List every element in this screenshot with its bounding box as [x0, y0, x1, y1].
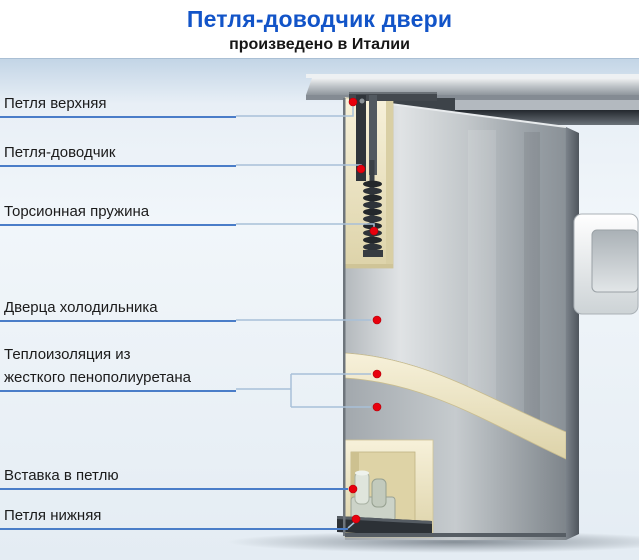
- callout-underline: [0, 116, 236, 118]
- callout-insulation: Теплоизоляция из жесткого пенополиуретан…: [0, 344, 236, 392]
- door-handle: [573, 213, 639, 315]
- callout-torsion-spring: Торсионная пружина: [0, 201, 236, 226]
- door-handle-recess: [591, 229, 639, 293]
- callout-hinge-insert: Вставка в петлю: [0, 465, 348, 490]
- callout-label: Торсионная пружина: [4, 203, 150, 220]
- header: Петля-доводчик двери произведено в Итали…: [0, 0, 639, 58]
- marker-door-closer: [356, 164, 366, 174]
- leader-top-hinge: [236, 104, 354, 117]
- marker-top-hinge: [348, 97, 358, 107]
- page-subtitle: произведено в Италии: [229, 36, 410, 53]
- door-cut-edge: [343, 98, 346, 536]
- callout-underline: [0, 488, 348, 490]
- top-hinge-mechanism: [349, 92, 437, 257]
- callout-door-closer: Петля-доводчик: [0, 142, 236, 167]
- door-bottom-edge: [345, 533, 566, 537]
- callout-label: Петля верхняя: [4, 95, 107, 112]
- marker-bottom-hinge: [351, 514, 361, 524]
- torsion-spring-coil: [363, 180, 382, 251]
- callout-underline: [0, 528, 348, 530]
- callout-underline: [0, 224, 236, 226]
- callout-label: Дверца холодильника: [4, 299, 158, 316]
- callout-label: Вставка в петлю: [4, 467, 119, 484]
- door-shade: [524, 132, 540, 424]
- marker-insulation-upper: [372, 369, 382, 379]
- page-title: Петля-доводчик двери: [186, 6, 453, 32]
- leader-torsion-spring: [236, 223, 375, 231]
- hinge-insert: [350, 470, 396, 522]
- callout-underline: [0, 165, 236, 167]
- marker-hinge-insert: [348, 484, 358, 494]
- marker-torsion-spring: [369, 226, 379, 236]
- callout-top-hinge: Петля верхняя: [0, 93, 236, 118]
- marker-insulation-lower: [372, 402, 382, 412]
- callout-fridge-door: Дверца холодильника: [0, 297, 236, 322]
- marker-fridge-door: [372, 315, 382, 325]
- callout-underline: [0, 320, 236, 322]
- callout-label: Петля нижняя: [4, 507, 102, 524]
- callout-label: Петля-доводчик: [4, 144, 116, 161]
- leader-door-closer: [236, 164, 362, 169]
- callout-underline: [0, 390, 236, 392]
- callout-label-line1: Теплоизоляция из: [4, 346, 131, 363]
- door-sheen: [468, 130, 496, 420]
- callout-bottom-hinge: Петля нижняя: [0, 505, 348, 530]
- callout-label-line2: жесткого пенополиуретана: [4, 369, 192, 386]
- bottom-hinge-plate: [337, 516, 432, 537]
- door-closer-plate: [356, 95, 366, 181]
